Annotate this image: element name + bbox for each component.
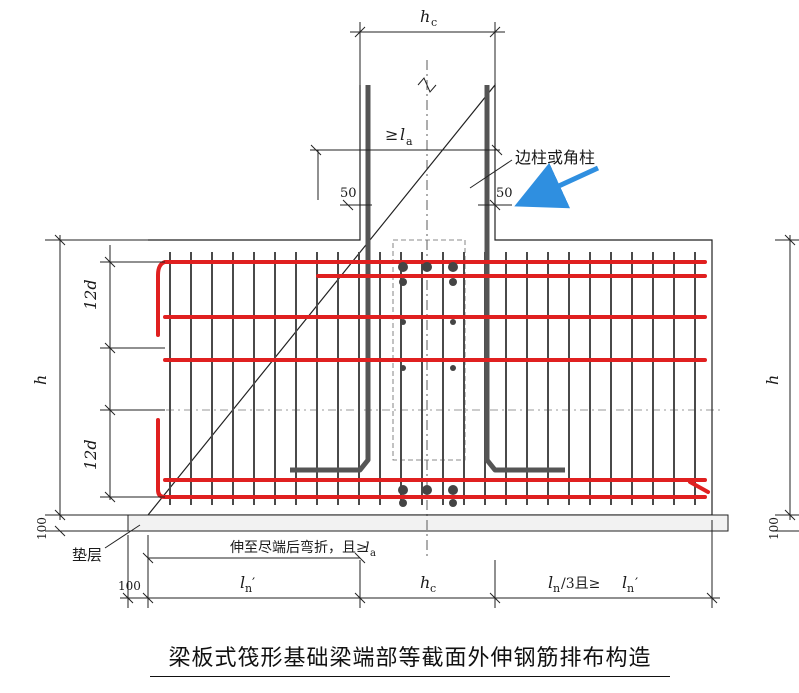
ln3-mark: ′ <box>635 576 638 592</box>
hc-bottom-label: h <box>420 573 430 592</box>
inner-dashed-box <box>392 239 466 461</box>
dim-left <box>45 234 165 537</box>
dim-12d-bottom: 12d <box>81 439 100 470</box>
hc-bottom-sub: c <box>430 582 436 595</box>
extend-note-l: l <box>365 540 369 556</box>
dim-h-right: h <box>763 375 782 385</box>
ln3-l2: l <box>622 573 627 592</box>
cushion-layer <box>127 514 729 532</box>
diagram-caption: 梁板式筏形基础梁端部等截面外伸钢筋排布构造 <box>150 640 670 677</box>
beam-outline <box>146 83 713 516</box>
dim-12d-top: 12d <box>81 279 100 310</box>
column-note-leader <box>469 159 513 189</box>
column-arrow <box>514 162 600 209</box>
ln3-l: l <box>548 573 553 592</box>
vertical-stirrups <box>169 252 696 505</box>
cushion-label: 垫层 <box>72 546 102 564</box>
la-l: l <box>400 125 405 144</box>
dim-h-left: h <box>31 375 50 385</box>
hc-top-label: h <box>420 7 430 26</box>
column-bars <box>290 85 565 473</box>
dim-100-right: 100 <box>767 517 781 540</box>
hc-top-sub: c <box>431 16 437 29</box>
ln-prime-mark: ′ <box>252 576 255 592</box>
dim-hc-top <box>350 22 505 85</box>
dim-100-bottom: 100 <box>118 579 141 593</box>
dim-la <box>310 144 503 200</box>
ln-prime-sub: n <box>245 582 252 595</box>
dim-50 <box>340 199 512 211</box>
rebar-hook-bottom <box>156 418 167 499</box>
ln3-sub2: n <box>627 582 634 595</box>
rebar-right-tail-1 <box>688 480 710 494</box>
ln3-mid: /3且≥ <box>561 576 600 592</box>
extend-note: 伸至尽端后弯折，且≥ <box>230 539 368 556</box>
dim-right <box>775 234 799 532</box>
cushion-leader <box>104 524 141 549</box>
la-prefix: ≥ <box>385 125 398 144</box>
rebar-hook-top <box>156 260 167 337</box>
dim-50-right: 50 <box>496 186 513 201</box>
dim-bottom <box>120 520 720 608</box>
ln3-sub: n <box>553 582 560 595</box>
ln-prime-label: l <box>240 573 245 592</box>
column-note: 边柱或角柱 <box>515 148 595 167</box>
column-bar-left <box>290 85 371 473</box>
rebar-dots <box>398 262 458 507</box>
extend-note-sub: a <box>370 548 376 559</box>
longitudinal-rebars <box>156 260 710 499</box>
dim-50-left: 50 <box>340 186 357 201</box>
la-sub: a <box>406 135 413 148</box>
dim-100-left: 100 <box>35 517 49 540</box>
column-bar-right <box>484 85 565 473</box>
